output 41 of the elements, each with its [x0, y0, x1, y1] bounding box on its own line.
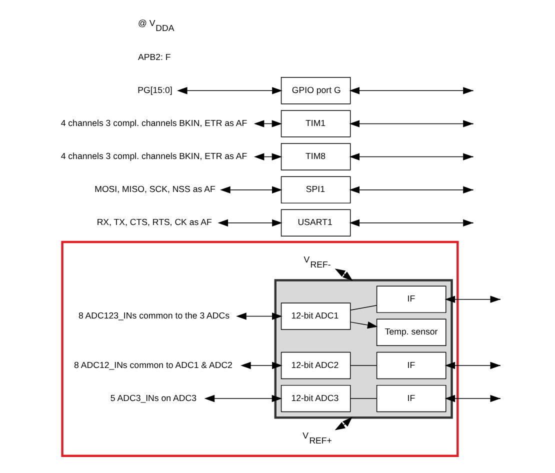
node-text: 5 ADC3_INs on ADC3 — [110, 392, 196, 403]
arrow — [350, 321, 378, 329]
cluster — [274, 279, 453, 419]
arrow — [218, 219, 282, 226]
connector — [350, 305, 378, 310]
arrow — [220, 186, 282, 194]
arrow — [254, 120, 282, 128]
node-box: TIM1 — [280, 110, 351, 138]
arrow — [334, 416, 352, 430]
node-box: IF — [376, 384, 446, 412]
arrow — [236, 312, 282, 320]
node-box: 12-bit ADC3 — [280, 384, 351, 412]
node-box: 12-bit ADC2 — [280, 352, 351, 380]
node-box: SPI1 — [280, 176, 351, 204]
label: APB2: F — [138, 52, 171, 62]
node-box: TIM8 — [280, 143, 351, 170]
node-box: 12-bit ADC1 — [280, 302, 351, 330]
connector — [350, 365, 378, 366]
node-box: USART1 — [280, 209, 351, 236]
arrow — [177, 87, 282, 94]
node-text: 4 channels 3 compl. channels BKIN, ETR as AF — [60, 118, 248, 128]
node-box: IF — [376, 352, 446, 380]
node-box: Temp. sensor — [376, 318, 446, 346]
arrow — [444, 296, 501, 303]
arrow — [349, 120, 474, 128]
arrow — [349, 186, 474, 194]
node-text: 8 ADC123_INs common to the 3 ADCs — [78, 310, 230, 321]
arrow — [334, 268, 353, 281]
connector — [350, 398, 378, 399]
node-box: GPIO port G — [280, 77, 351, 104]
node-text: 4 channels 3 compl. channels BKIN, ETR as AF — [60, 151, 248, 162]
node-text: 8 ADC12_INs common to ADC1 & ADC2 — [74, 360, 232, 370]
node-text: RX, TX, CTS, RTS, CK as AF — [96, 217, 212, 228]
arrow — [204, 394, 282, 402]
arrow — [254, 153, 282, 160]
node-text: PG[15:0] — [138, 84, 172, 95]
node-text: MOSI, MISO, SCK, NSS as AF — [94, 184, 216, 194]
cluster — [61, 240, 459, 457]
arrow — [444, 362, 501, 370]
node-box: IF — [376, 286, 446, 313]
arrow — [240, 362, 282, 370]
